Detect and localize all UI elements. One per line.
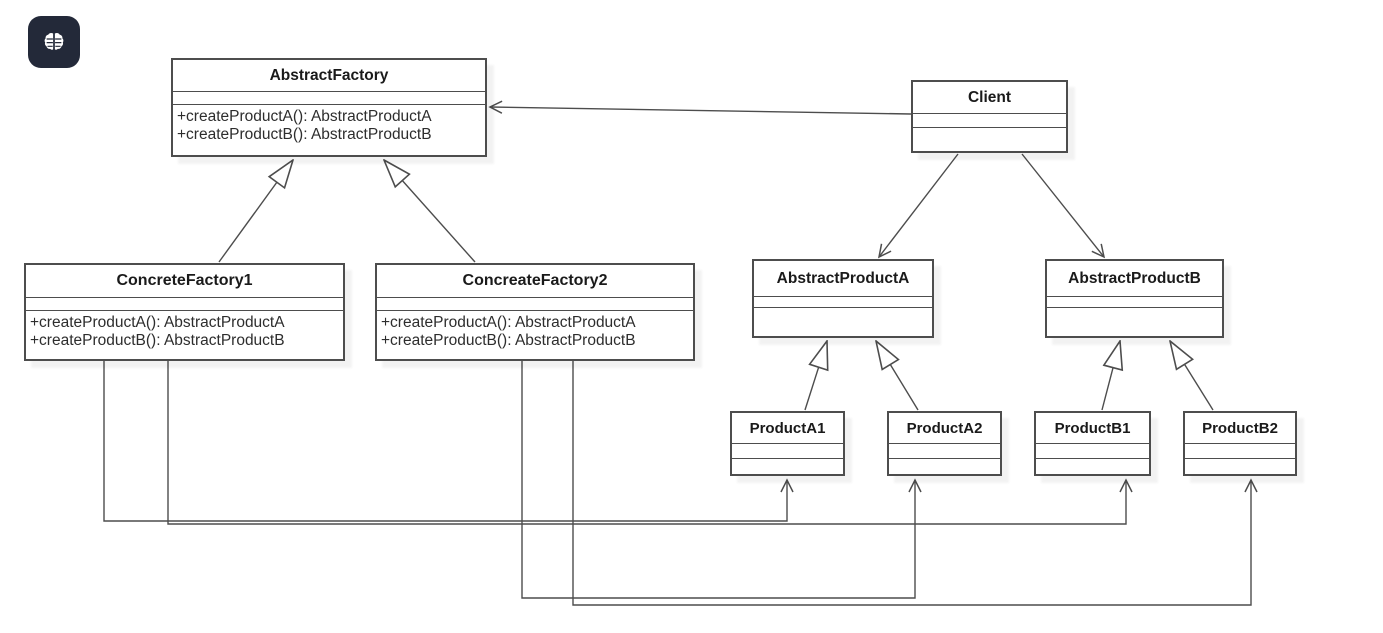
class-producta2[interactable]: ProductA2 [887, 411, 1002, 476]
edge-client-abstractproducta [877, 153, 959, 259]
edge-concreatefactory2-producta2 [521, 361, 922, 599]
class-producta1[interactable]: ProductA1 [730, 411, 845, 476]
edge-productb2-abstractproductb [1170, 341, 1214, 411]
method-label: +createProductA(): AbstractProductA [177, 108, 432, 125]
class-concretefactory1[interactable]: ConcreteFactory1 +createProductA(): Abst… [24, 263, 345, 361]
method-label: +createProductB(): AbstractProductB [381, 332, 636, 349]
class-title: AbstractProductB [1047, 261, 1222, 297]
class-abstractproducta[interactable]: AbstractProductA [752, 259, 934, 338]
edge-client-abstractfactory [488, 100, 912, 115]
class-title: ProductB2 [1185, 413, 1295, 444]
edge-concreatefactory2-abstractfactory [384, 160, 476, 263]
class-title: AbstractProductA [754, 261, 932, 297]
edge-producta1-abstractproducta [804, 341, 827, 411]
class-title: ProductA2 [889, 413, 1000, 444]
class-abstractproductb[interactable]: AbstractProductB [1045, 259, 1224, 338]
edge-productb1-abstractproductb [1101, 341, 1120, 411]
class-productb1[interactable]: ProductB1 [1034, 411, 1151, 476]
class-abstractfactory[interactable]: AbstractFactory +createProductA(): Abstr… [171, 58, 487, 157]
class-client[interactable]: Client [911, 80, 1068, 153]
attributes-compartment [377, 298, 693, 311]
class-title: AbstractFactory [173, 60, 485, 92]
class-title: Client [913, 82, 1066, 114]
method-label: +createProductB(): AbstractProductB [30, 332, 285, 349]
edge-concretefactory1-producta1 [103, 361, 794, 522]
attributes-compartment [1047, 297, 1222, 308]
edge-concretefactory1-abstractfactory [218, 160, 293, 263]
class-title: ProductB1 [1036, 413, 1149, 444]
attributes-compartment [732, 444, 843, 459]
methods-compartment: +createProductA(): AbstractProductA +cre… [377, 311, 693, 350]
methods-compartment: +createProductA(): AbstractProductA +cre… [26, 311, 343, 350]
attributes-compartment [1185, 444, 1295, 459]
app-logo[interactable] [28, 16, 80, 68]
class-title: ConcreteFactory1 [26, 265, 343, 298]
method-label: +createProductA(): AbstractProductA [30, 314, 285, 331]
attributes-compartment [754, 297, 932, 308]
attributes-compartment [173, 92, 485, 105]
edge-concretefactory1-productb1 [167, 361, 1133, 525]
edge-producta2-abstractproducta [876, 341, 919, 411]
class-title: ConcreateFactory2 [377, 265, 693, 298]
edge-concreatefactory2-productb2 [572, 361, 1258, 606]
class-title: ProductA1 [732, 413, 843, 444]
method-label: +createProductB(): AbstractProductB [177, 126, 432, 143]
edge-client-abstractproductb [1021, 153, 1106, 259]
attributes-compartment [26, 298, 343, 311]
attributes-compartment [913, 114, 1066, 128]
class-productb2[interactable]: ProductB2 [1183, 411, 1297, 476]
method-label: +createProductA(): AbstractProductA [381, 314, 636, 331]
attributes-compartment [1036, 444, 1149, 459]
methods-compartment: +createProductA(): AbstractProductA +cre… [173, 105, 485, 144]
brain-icon [44, 32, 64, 50]
class-concreatefactory2[interactable]: ConcreateFactory2 +createProductA(): Abs… [375, 263, 695, 361]
attributes-compartment [889, 444, 1000, 459]
